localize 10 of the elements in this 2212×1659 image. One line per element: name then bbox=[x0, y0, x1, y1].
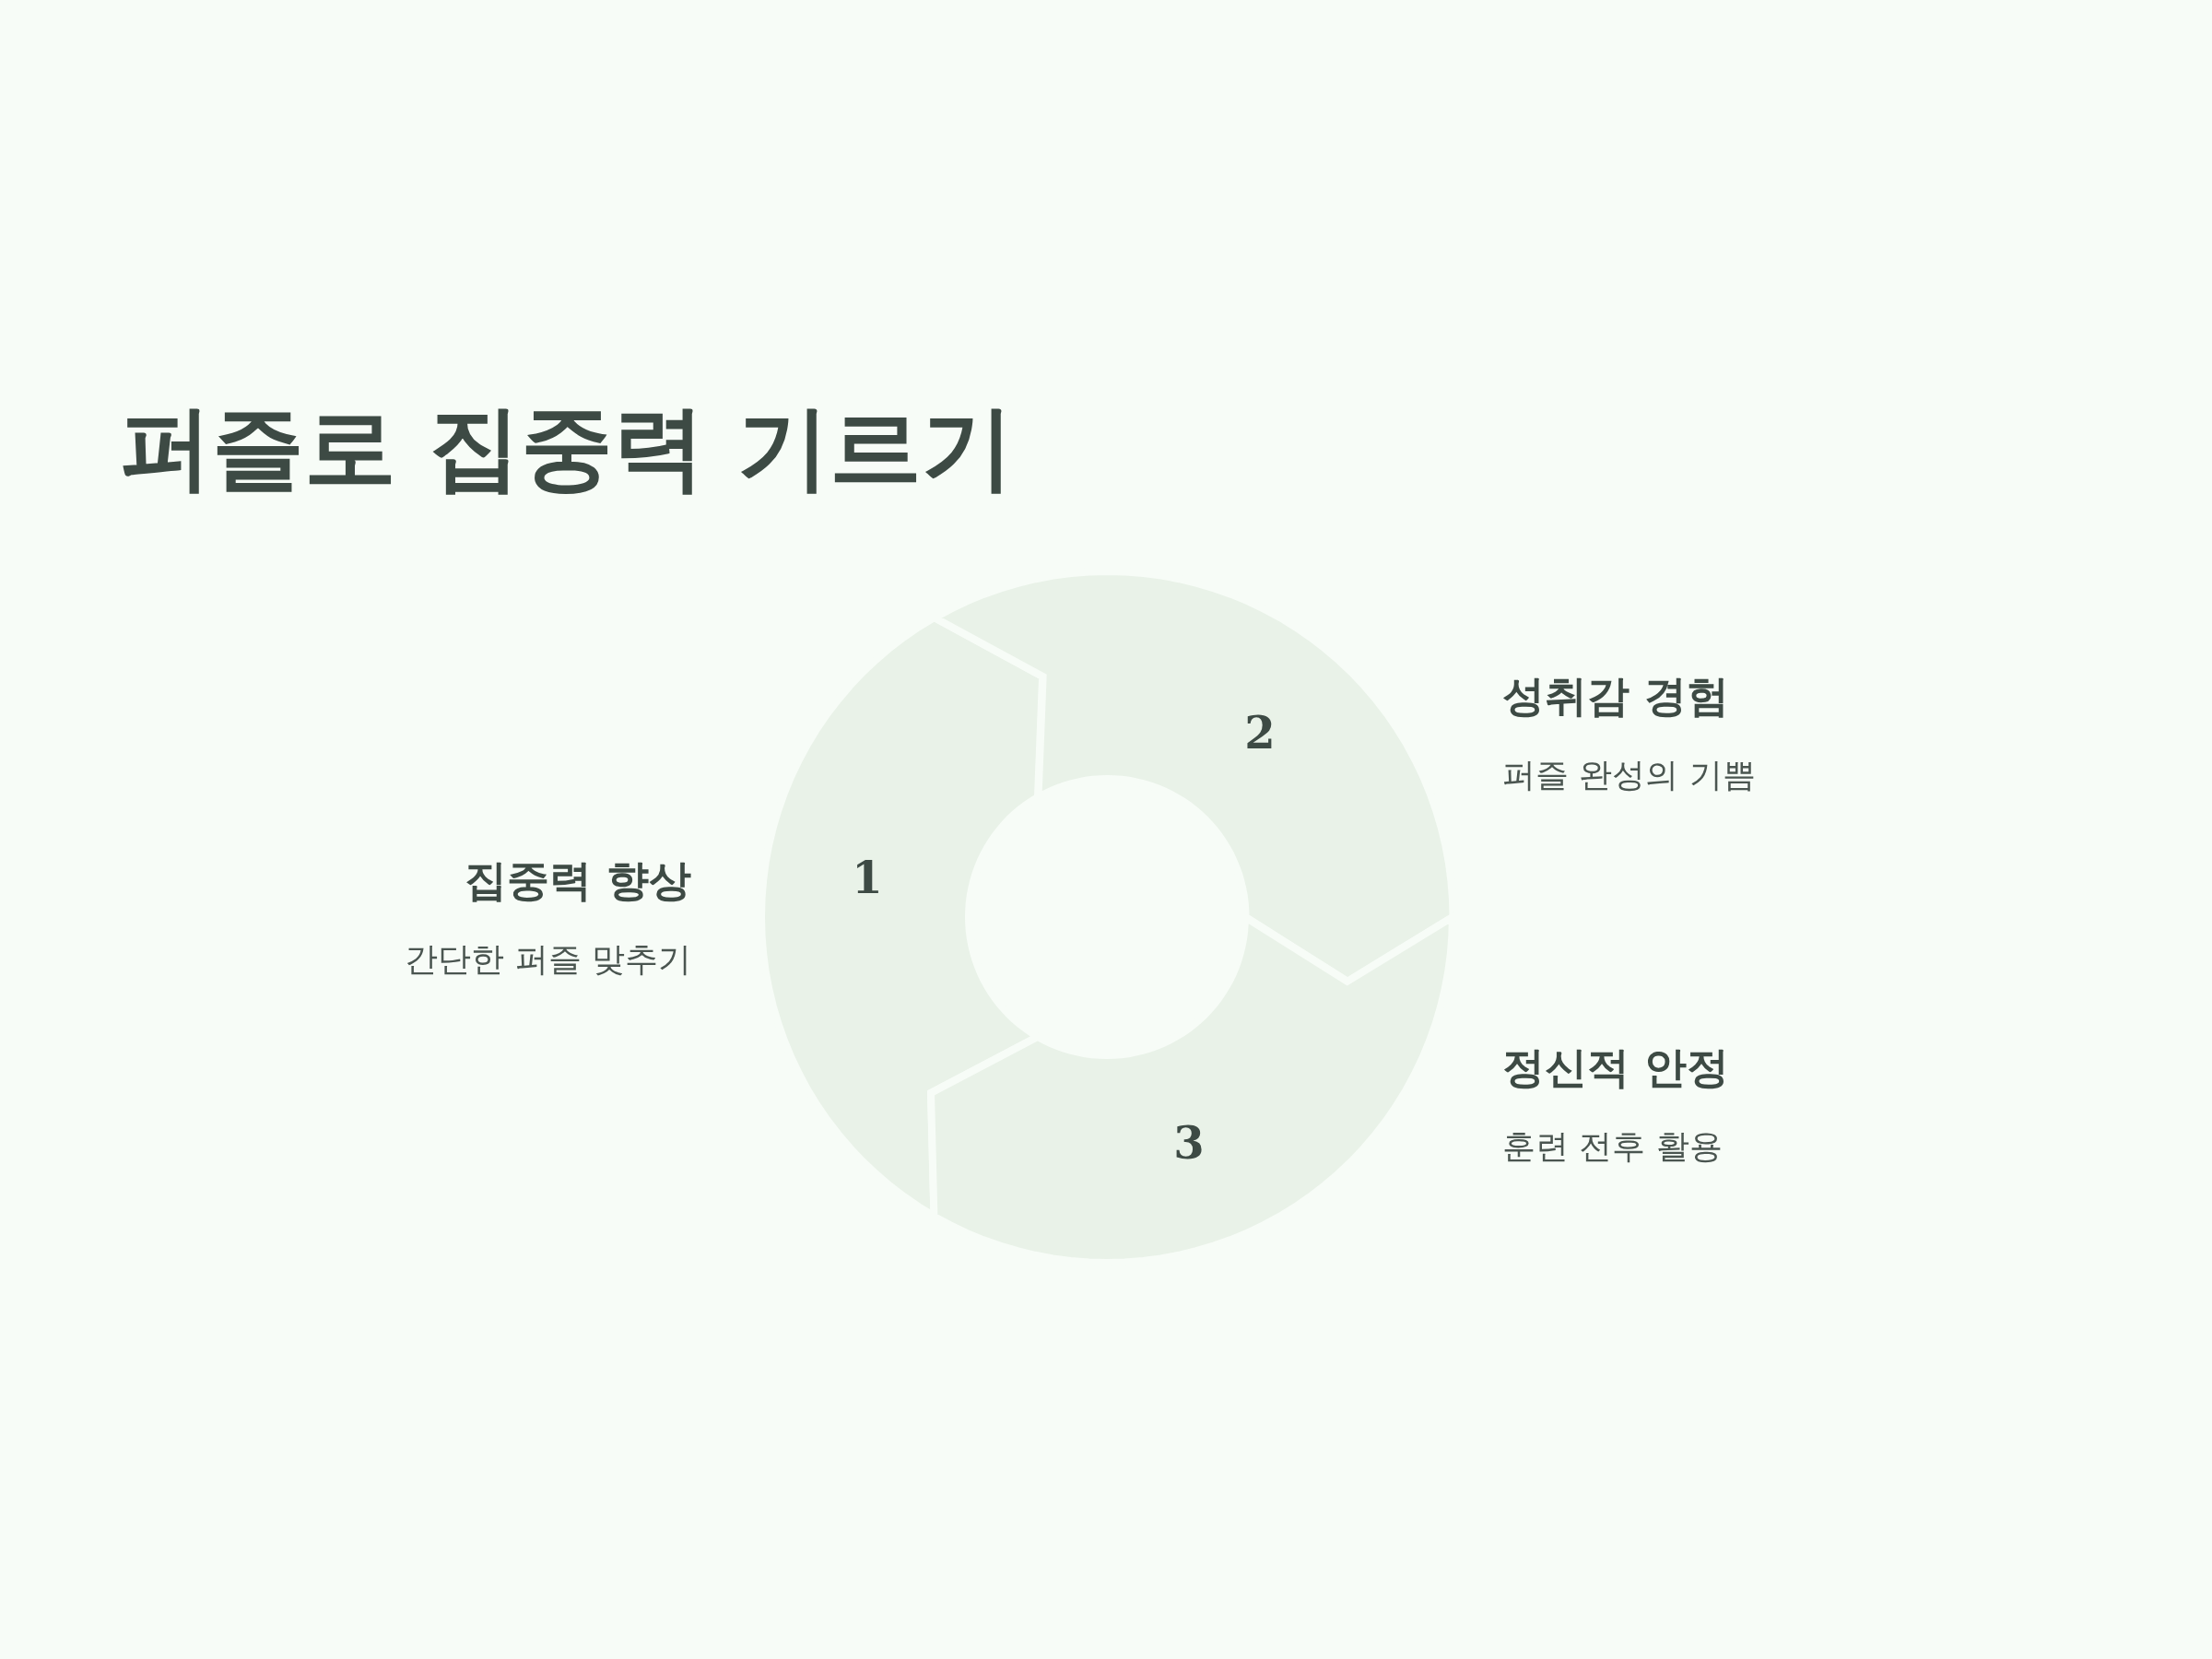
step-heading: 집중력 향상 bbox=[464, 854, 691, 907]
step-heading: 정신적 안정 bbox=[1502, 1041, 1729, 1094]
step-description: 퍼즐 완성의 기쁨 bbox=[1502, 755, 1756, 795]
title: 퍼즐로 집중력 기르기 bbox=[120, 393, 1014, 503]
step-description: 간단한 퍼즐 맞추기 bbox=[405, 939, 691, 980]
step-number: 3 bbox=[1173, 1117, 1205, 1169]
step-description: 훈련 전후 활용 bbox=[1502, 1126, 1724, 1167]
step-heading: 성취감 경험 bbox=[1502, 670, 1730, 723]
step-number: 1 bbox=[852, 852, 883, 903]
step-number: 2 bbox=[1244, 707, 1276, 759]
